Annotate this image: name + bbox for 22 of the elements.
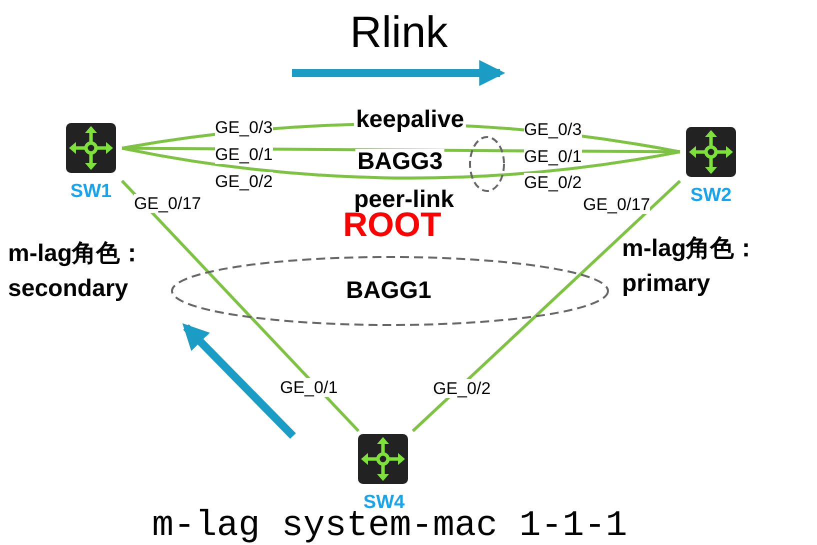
role-label: primary <box>622 270 710 298</box>
role-label: secondary <box>8 275 128 303</box>
edge-label: keepalive <box>354 107 466 133</box>
port-label: GE_0/17 <box>134 194 202 213</box>
switch-label: SW2 <box>690 185 732 207</box>
port-label: GE_0/1 <box>280 378 338 397</box>
switch-label: SW4 <box>363 492 405 513</box>
switch-label: SW1 <box>70 181 112 203</box>
link-line <box>122 146 680 180</box>
port-label: GE_0/3 <box>215 118 273 137</box>
port-label: GE_0/2 <box>215 172 273 191</box>
port-label: GE_0/1 <box>215 145 273 164</box>
group-label: BAGG1 <box>346 277 432 305</box>
port-label: GE_0/3 <box>524 120 582 139</box>
link-line <box>412 180 682 432</box>
port-label: GE_0/2 <box>433 379 491 398</box>
port-label: GE_0/1 <box>524 147 582 166</box>
port-label: GE_0/17 <box>583 195 650 214</box>
port-label: GE_0/2 <box>524 173 582 192</box>
title-text: Rlink <box>350 8 448 58</box>
role-label: m-lag角色： <box>8 239 144 269</box>
role-label: m-lag角色： <box>622 234 758 264</box>
